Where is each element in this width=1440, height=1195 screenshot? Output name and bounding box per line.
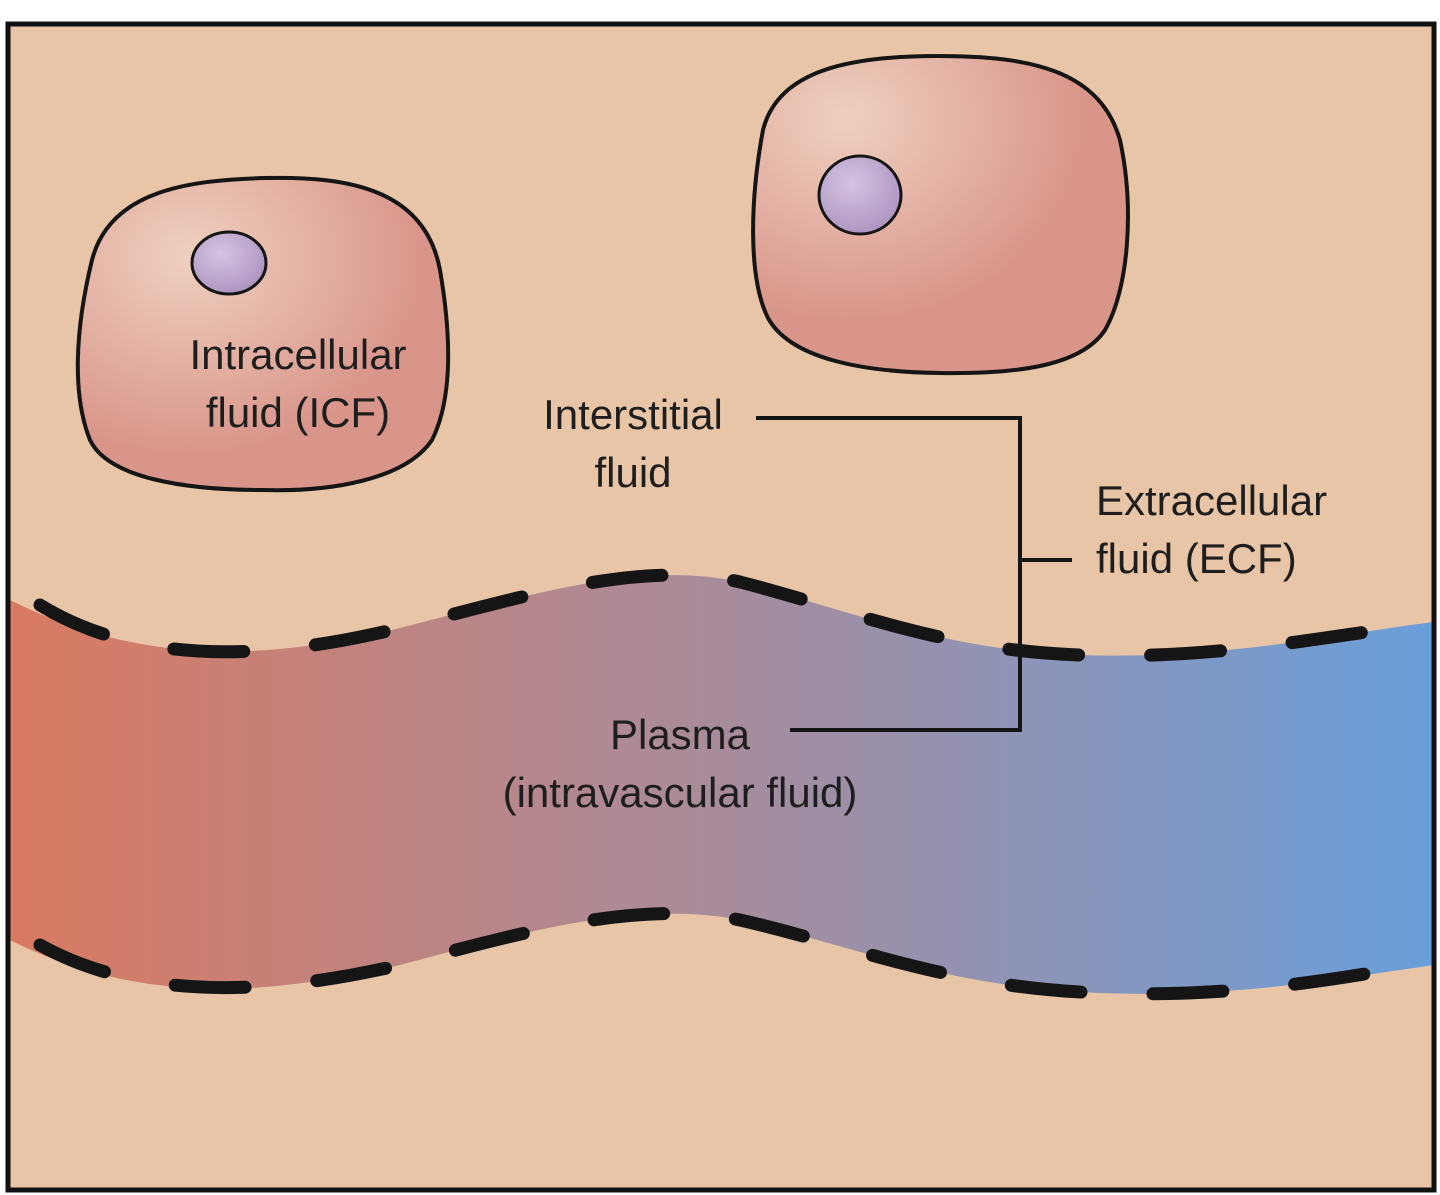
cell-right — [751, 53, 1130, 376]
ecf-label-line1: Extracellular — [1096, 477, 1328, 524]
nucleus-right — [817, 154, 903, 236]
ecf-label: Extracellular fluid (ECF) — [1096, 472, 1396, 588]
ecf-bracket — [756, 416, 1072, 732]
nucleus-left — [190, 230, 268, 296]
cell-left — [75, 175, 451, 493]
interstitial-label-line1: Interstitial — [543, 391, 723, 438]
vessel-wall-top — [33, 568, 1419, 663]
plasma-label-line2: (intravascular fluid) — [502, 769, 858, 816]
icf-label: Intracellular fluid (ICF) — [170, 326, 426, 442]
interstitial-label: Interstitial fluid — [520, 386, 746, 502]
vessel-wall-bottom — [33, 907, 1419, 1001]
diagram-frame — [5, 21, 1437, 1193]
plasma-label: Plasma (intravascular fluid) — [460, 706, 900, 822]
interstitial-label-line2: fluid — [594, 449, 672, 496]
ecf-label-line2: fluid (ECF) — [1096, 535, 1297, 582]
icf-label-line1: Intracellular — [189, 331, 407, 378]
icf-label-line2: fluid (ICF) — [205, 389, 391, 436]
plasma-label-line1: Plasma — [609, 711, 751, 758]
blood-vessel — [10, 575, 1434, 994]
